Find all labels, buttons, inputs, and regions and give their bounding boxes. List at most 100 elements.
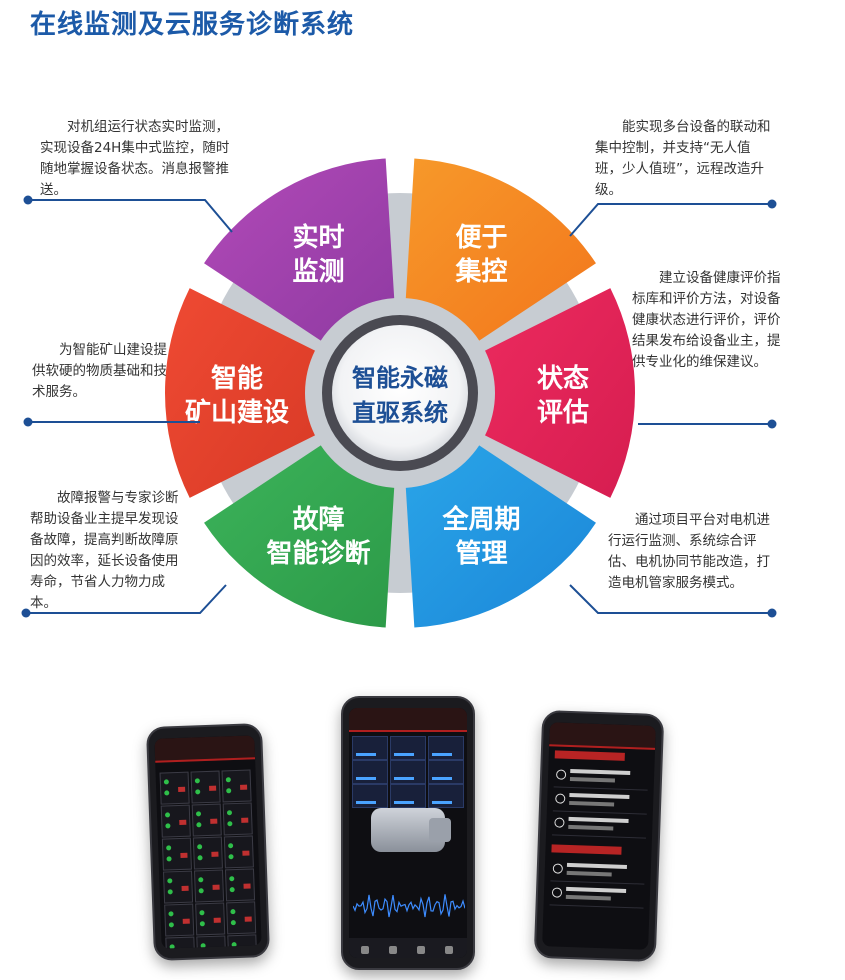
phone-monitor-list — [145, 723, 271, 961]
value-bar — [432, 777, 452, 780]
value-bar — [394, 777, 414, 780]
value-tile — [390, 760, 426, 784]
status-dot — [167, 878, 173, 884]
connector-line-central — [569, 203, 772, 237]
value-tile — [428, 784, 464, 808]
alert-icon — [555, 769, 567, 780]
tab-icon — [445, 946, 453, 954]
monitor-cell — [159, 771, 190, 805]
segment-label-realtime-line2: 监测 — [292, 257, 344, 287]
alarm-mark — [212, 884, 220, 890]
item-text-line — [569, 800, 615, 807]
phone-tab-bar — [349, 938, 467, 958]
value-bar — [432, 801, 452, 804]
status-dot — [229, 876, 235, 882]
diagnosis-section-header — [551, 844, 622, 855]
monitor-cell — [221, 769, 252, 803]
tab-icon — [389, 946, 397, 954]
segment-label-central-line2: 集控 — [454, 256, 507, 287]
desc-central: 能实现多台设备的联动和集中控制，并支持“无人值班，少人值班”，远程改造升级。 — [595, 119, 771, 198]
status-dot — [163, 779, 169, 785]
alarm-mark — [178, 786, 186, 793]
monitor-cell — [223, 835, 254, 869]
monitor-cell — [195, 902, 226, 936]
segment-lifecycle — [405, 445, 596, 628]
waveform-graph — [353, 894, 465, 918]
monitor-cell — [160, 804, 191, 838]
desc-realtime: 对机组运行状态实时监测，实现设备24H集中式监控，随时随地掌握设备状态。消息报警… — [40, 119, 230, 198]
alarm-mark — [240, 784, 248, 790]
phone-screen-diagnosis — [542, 722, 656, 950]
connector-line-fault — [26, 584, 227, 614]
diagnosis-section-header — [554, 750, 625, 761]
status-dot — [164, 790, 170, 796]
monitor-cell — [227, 934, 258, 949]
status-dot — [228, 843, 234, 849]
segment-mine — [165, 288, 315, 498]
alarm-mark — [180, 852, 188, 858]
status-dot — [231, 942, 237, 948]
alarm-mark — [241, 817, 249, 823]
status-dot — [198, 888, 204, 894]
monitor-cell — [161, 837, 192, 871]
center-label-line1: 智能永磁 — [352, 364, 448, 392]
segment-label-status-line2: 评估 — [537, 398, 589, 428]
value-bar — [394, 753, 414, 756]
alert-icon — [552, 863, 564, 874]
status-dot — [168, 911, 174, 917]
phone-screen-list — [154, 735, 262, 949]
status-dot — [166, 856, 172, 862]
status-dot — [200, 943, 206, 949]
monitor-cell — [196, 935, 227, 949]
value-tile — [352, 760, 388, 784]
status-dot — [226, 788, 232, 794]
alarm-mark — [243, 883, 251, 889]
status-dot — [196, 822, 202, 828]
status-dot — [230, 909, 236, 915]
connector-line-lifecycle — [569, 584, 772, 614]
monitor-cell — [226, 901, 257, 935]
item-text-line — [568, 824, 614, 831]
segment-status — [485, 288, 635, 498]
monitor-cell — [165, 936, 196, 949]
phone-screen-realtime — [349, 708, 467, 958]
alarm-mark — [244, 916, 252, 922]
phone-realtime-monitor — [341, 696, 475, 970]
segment-label-status-line1: 状态 — [537, 363, 589, 394]
phone-header-bar — [549, 722, 656, 750]
status-dot — [199, 910, 205, 916]
connectors — [21, 195, 777, 618]
value-tile — [352, 784, 388, 808]
item-text-line — [566, 870, 612, 877]
tab-icon — [361, 946, 369, 954]
value-tile — [428, 760, 464, 784]
segment-label-lifecycle-line1: 全周期 — [441, 504, 520, 535]
segment-label-fault-line1: 故障 — [292, 504, 344, 535]
status-dot — [197, 855, 203, 861]
status-dot — [197, 844, 203, 850]
status-dot — [230, 920, 236, 926]
center-hub — [332, 325, 468, 461]
alarm-mark — [211, 851, 219, 857]
item-text-line — [569, 776, 616, 783]
alert-icon — [554, 817, 565, 828]
segment-label-mine-line1: 智能 — [211, 363, 263, 394]
segment-label-fault-line2: 智能诊断 — [266, 538, 370, 569]
segment-label-central-line1: 便于 — [455, 223, 507, 253]
alert-icon — [551, 887, 563, 898]
desc-fault: 故障报警与专家诊断帮助设备业主提早发现设备故障，提高判断故障原因的效率，延长设备… — [30, 490, 179, 611]
motor-image — [371, 808, 451, 852]
diagnosis-item — [551, 812, 647, 839]
alarm-mark — [182, 918, 190, 924]
phone-header-bar — [154, 735, 256, 763]
phone-fault-diagnosis — [533, 709, 665, 963]
monitor-cell — [192, 836, 223, 870]
status-dot — [199, 921, 205, 927]
value-bar — [356, 801, 376, 804]
segment-central — [405, 158, 596, 341]
monitor-cell — [191, 803, 222, 837]
status-dot — [165, 823, 171, 829]
value-bar — [432, 753, 452, 756]
monitor-cell — [163, 870, 194, 904]
